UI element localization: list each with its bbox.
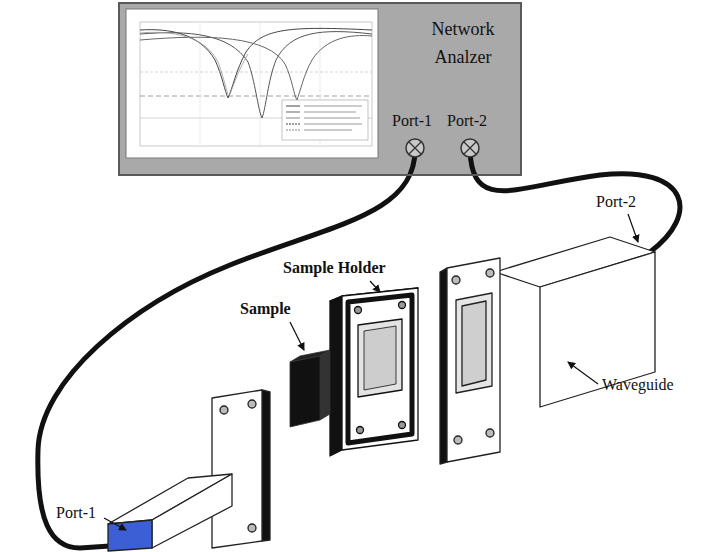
leader-arrow <box>104 214 638 530</box>
waveguide <box>440 237 655 464</box>
port-label: Port-2 <box>447 112 487 130</box>
part-label: Sample <box>240 300 291 318</box>
waveguide <box>108 390 270 551</box>
cable <box>38 150 415 548</box>
node-title: Network Analzer <box>404 16 522 72</box>
sample-holder <box>330 288 418 456</box>
part-label: Sample Holder <box>283 259 386 277</box>
part-label: Waveguide <box>602 376 674 394</box>
port-label: Port-1 <box>56 504 96 522</box>
analyzer-screen <box>126 9 378 158</box>
analyzer-body <box>118 2 522 176</box>
port-connector <box>406 139 479 157</box>
cable <box>470 150 680 252</box>
port-label: Port-1 <box>392 112 432 130</box>
sample-block <box>290 350 330 427</box>
analyzer-box: Network Analzer <box>118 2 522 176</box>
port-label: Port-2 <box>596 193 636 211</box>
